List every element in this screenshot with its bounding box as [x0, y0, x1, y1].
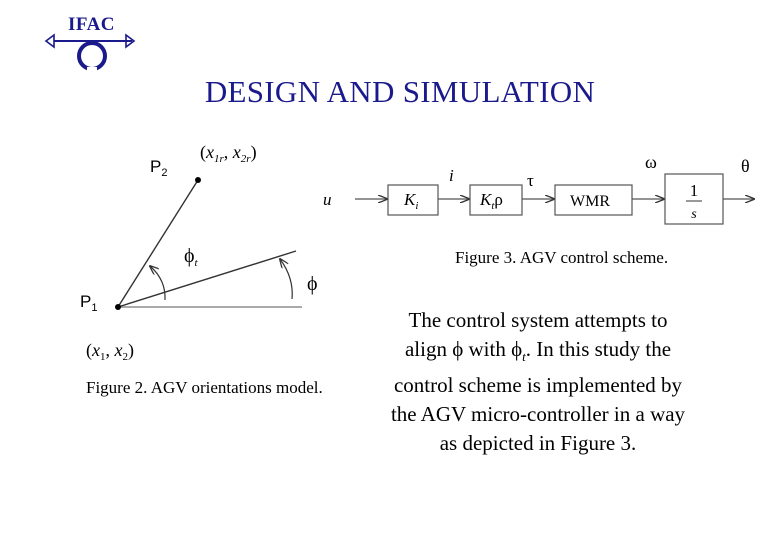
- wmr-block-label: WMR: [570, 193, 610, 210]
- ktrho-block: [469, 184, 523, 216]
- body-paragraph: The control system attempts to align ϕ w…: [388, 306, 688, 458]
- output-theta-label: θ: [741, 156, 750, 176]
- robot-heading-line: [117, 250, 297, 308]
- p1-label: P1: [80, 292, 97, 314]
- p2-label: P2: [150, 157, 167, 179]
- phi-angle-arc: [280, 259, 293, 300]
- logo-ring-gap: [87, 67, 97, 73]
- target-coordinate: (x1r, x2r): [200, 142, 257, 165]
- ki-block-label: Ki: [403, 190, 418, 212]
- wmr-block: [554, 184, 633, 216]
- signal-i-label: i: [449, 166, 454, 185]
- target-heading-line: [117, 179, 199, 308]
- signal-omega-label: ω: [645, 152, 657, 172]
- paragraph-line: as depicted in Figure 3.: [439, 431, 637, 456]
- integrator-numerator: 1: [690, 181, 699, 200]
- p2-point: [195, 177, 201, 183]
- logo-left-arrow-icon: [44, 33, 55, 49]
- p1-point: [115, 304, 121, 310]
- paragraph-line: control scheme is implemented by: [393, 373, 683, 398]
- page-title: DESIGN AND SIMULATION: [204, 74, 596, 109]
- input-u-label: u: [323, 190, 332, 209]
- paragraph-line: align ϕ with ϕt. In this study the: [404, 337, 672, 365]
- logo-text: IFAC: [68, 14, 116, 35]
- ktrho-block-label: Ktρ: [479, 190, 503, 212]
- ifac-logo: [44, 33, 136, 73]
- signal-tau-label: τ: [527, 171, 534, 190]
- phi-label: ϕ: [307, 273, 318, 295]
- integrator-denominator: s: [691, 207, 697, 222]
- logo-right-arrow-icon: [125, 33, 136, 49]
- figure-3-caption: Figure 3. AGV control scheme.: [455, 248, 669, 267]
- origin-coordinate: (x1, x2): [86, 340, 134, 363]
- figure-2-caption: Figure 2. AGV orientations model.: [86, 378, 323, 397]
- figure-3-diagram: u Ki i Ktρ τ WMR ω 1 s θ: [323, 152, 754, 225]
- paragraph-line: The control system attempts to: [408, 308, 668, 332]
- phi-t-label: ϕt: [184, 245, 199, 269]
- ki-block: [387, 184, 439, 216]
- paragraph-line: the AGV micro-controller in a way: [390, 402, 686, 427]
- figure-2-diagram: P2 P1 (x1r, x2r) (x1, x2) ϕt ϕ: [80, 142, 318, 363]
- phi-t-angle-arc: [150, 266, 166, 301]
